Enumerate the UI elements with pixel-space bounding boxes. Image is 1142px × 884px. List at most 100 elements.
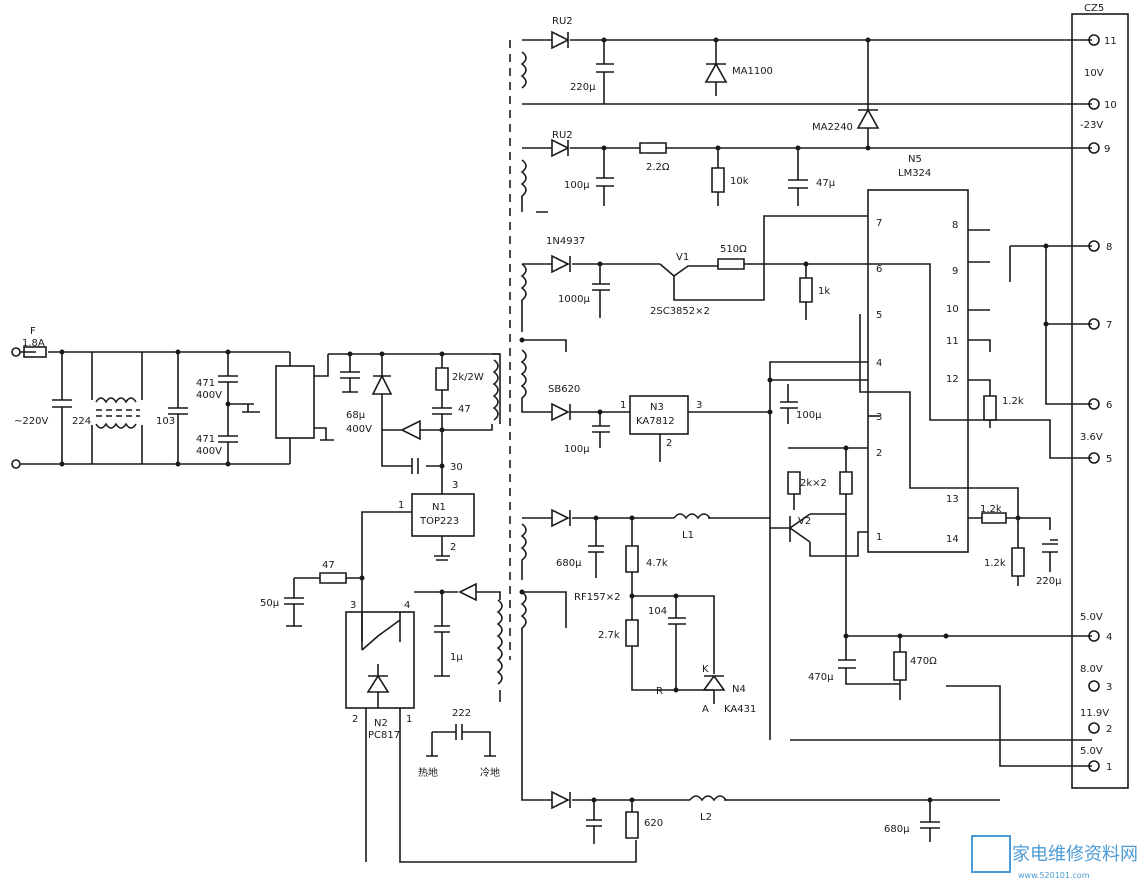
n1-top223-ic — [411, 493, 475, 537]
c471b-voltage: 400V — [196, 446, 222, 457]
rail-5-0v-a-label: 5.0V — [1080, 612, 1103, 623]
fuse-rating: 1.8A — [22, 338, 45, 349]
n5-pin-3: 3 — [876, 412, 882, 423]
cz5-pin-6 — [1088, 398, 1100, 410]
c47u-label: 47μ — [816, 178, 836, 189]
c220u-label: 220μ — [570, 82, 596, 93]
mains-terminal-l — [11, 347, 21, 357]
d1n4937-label: 1N4937 — [546, 236, 585, 247]
c224-label: 224 — [72, 416, 91, 427]
r1k-label: 1k — [818, 286, 830, 297]
c50u-label: 50μ — [260, 598, 280, 609]
c680u-b-label: 680μ — [884, 824, 910, 835]
n2-ref: N2 — [374, 718, 388, 729]
c103-label: 103 — [156, 416, 175, 427]
n5-pin-10: 10 — [946, 304, 959, 315]
mains-voltage: ~220V — [14, 416, 48, 427]
cz5-pin-7 — [1088, 318, 1100, 330]
hot-ground-label: 热地 — [418, 766, 438, 779]
cz5-pin-8-label: 8 — [1106, 242, 1112, 253]
n1-part: TOP223 — [419, 516, 459, 527]
ma1100-label: MA1100 — [732, 66, 773, 77]
n2-pin4: 4 — [404, 600, 410, 611]
n3-pin3: 3 — [696, 400, 702, 411]
n5-part: LM324 — [898, 168, 931, 179]
rail-11-9v-label: 11.9V — [1080, 708, 1109, 719]
c222-label: 222 — [452, 708, 471, 719]
n5-pin-1: 1 — [876, 532, 882, 543]
mains-terminal-n — [11, 459, 21, 469]
c47-label: 47 — [458, 404, 471, 415]
n5-lm324-ic — [867, 189, 969, 553]
n5-pin-14: 14 — [946, 534, 959, 545]
c471b-label: 471 — [196, 434, 215, 445]
wires — [20, 13, 1129, 863]
cz5-pin-11 — [1088, 34, 1100, 46]
n5-pin-13: 13 — [946, 494, 959, 505]
cz5-pin-2 — [1088, 722, 1100, 734]
c471a-voltage: 400V — [196, 390, 222, 401]
cz5-pin-10 — [1088, 98, 1100, 110]
n5-pin-6: 6 — [876, 264, 882, 275]
n4-k-label: K — [702, 664, 709, 675]
ma2240-label: MA2240 — [812, 122, 853, 133]
cz5-pin-5-label: 5 — [1106, 454, 1112, 465]
n2-pin1: 1 — [406, 714, 412, 725]
cz5-connector-body — [1071, 13, 1129, 789]
cz5-pin-3-label: 3 — [1106, 682, 1112, 693]
n2-pin3: 3 — [350, 600, 356, 611]
r470-label: 470Ω — [910, 656, 937, 667]
cz5-pin-8 — [1088, 240, 1100, 252]
cz5-pin-3 — [1088, 680, 1100, 692]
n2-pc817-optocoupler — [345, 611, 415, 709]
n2-part: PC817 — [368, 730, 400, 741]
watermark: 家电维修资料网 www.520101.com — [971, 835, 1138, 880]
cz5-pin-5 — [1088, 452, 1100, 464]
watermark-url: www.520101.com — [1018, 871, 1090, 880]
r2-2-label: 2.2Ω — [646, 162, 670, 173]
r2k2w-label: 2k/2W — [452, 372, 484, 383]
c68u-label: 68μ — [346, 410, 366, 421]
v2-ref: V2 — [798, 516, 811, 527]
n2-pin2: 2 — [352, 714, 358, 725]
r4-7k-label: 4.7k — [646, 558, 668, 569]
n5-pin-5: 5 — [876, 310, 882, 321]
r510-label: 510Ω — [720, 244, 747, 255]
n1-pin1: 1 — [398, 500, 404, 511]
r1-2k-a-label: 1.2k — [1002, 396, 1024, 407]
r620-label: 620 — [644, 818, 663, 829]
n5-pin-8: 8 — [952, 220, 958, 231]
watermark-book-icon — [971, 835, 1011, 873]
cz5-pin-1 — [1088, 760, 1100, 772]
cz5-pin-11-label: 11 — [1104, 36, 1117, 47]
n5-pin-2: 2 — [876, 448, 882, 459]
c471a-label: 471 — [196, 378, 215, 389]
n5-ref: N5 — [908, 154, 922, 165]
cz5-pin-9 — [1088, 142, 1100, 154]
cz5-label: CZ5 — [1084, 3, 1104, 14]
v1-ref: V1 — [676, 252, 689, 263]
cz5-pin-7-label: 7 — [1106, 320, 1112, 331]
n4-a-label: A — [702, 704, 709, 715]
c680u-a-label: 680μ — [556, 558, 582, 569]
n3-pin2: 2 — [666, 438, 672, 449]
rail-5-0v-b-label: 5.0V — [1080, 746, 1103, 757]
n1-pin2: 2 — [450, 542, 456, 553]
c100ub-label: 100μ — [564, 444, 590, 455]
rail-3-6v-label: 3.6V — [1080, 432, 1103, 443]
n3-part: KA7812 — [636, 416, 675, 427]
fuse-ref: F — [30, 326, 36, 337]
cz5-pin-2-label: 2 — [1106, 724, 1112, 735]
r2-7k-label: 2.7k — [598, 630, 620, 641]
n1-ref: N1 — [432, 502, 446, 513]
sb620-label: SB620 — [548, 384, 580, 395]
n5-pin-12: 12 — [946, 374, 959, 385]
r2kx2-label: 2k×2 — [800, 478, 827, 489]
n3-pin1: 1 — [620, 400, 626, 411]
c104-label: 104 — [648, 606, 667, 617]
n5-pin-9: 9 — [952, 266, 958, 277]
cz5-pin-9-label: 9 — [1104, 144, 1110, 155]
ru2b-label: RU2 — [552, 130, 573, 141]
rail-neg23v-label: -23V — [1080, 120, 1103, 131]
